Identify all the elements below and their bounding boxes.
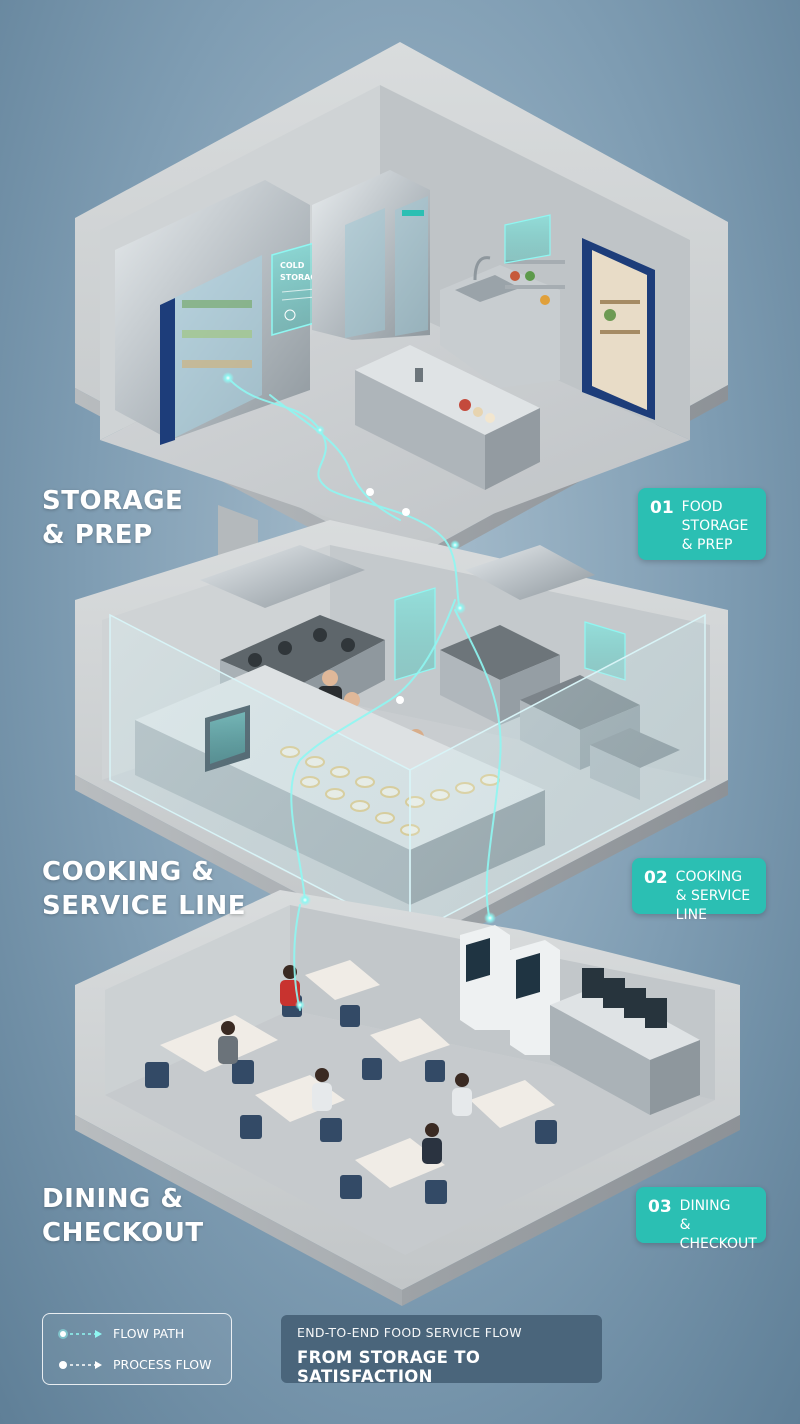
stage-1-badge-line-3: & PREP [681,537,733,553]
stage-2-badge-line-2: & SERVICE LINE [675,888,751,923]
dining-checkout-level [75,890,740,1306]
prep-sink-shelving [440,256,565,388]
stage-2-badge: 02 COOKING & SERVICE LINE [632,858,766,923]
stage-1-badge-line-2: STORAGE [681,518,749,534]
legend-label-flow-path: FLOW PATH [113,1326,185,1341]
exhaust-hood-right [465,545,595,600]
cold-storage-refrigerator [115,180,310,445]
glowing-dot-arrow-icon [58,1328,102,1339]
dining-chairs [145,995,557,1204]
stage-3-side-label-line-1: DINING & [42,1184,184,1214]
beverage-station [550,968,700,1115]
stage-1-badge-line-1: FOOD [681,499,723,515]
upright-fridges [312,170,430,340]
stage-3-badge-line-1: DINING [679,1198,731,1214]
stage-3-side-label: DINING & CHECKOUT [42,1182,204,1250]
screen-sign-line-2: STORAGE [280,273,322,282]
stage-2-side-label: COOKING & SERVICE LINE [42,855,246,923]
walk-in-pantry-door [582,238,655,420]
diners [218,965,472,1164]
glass-partition-right [409,613,706,937]
exhaust-hood-left [200,545,365,608]
stage-3-side-label-line-2: CHECKOUT [42,1218,204,1248]
screen-sign-line-1: COLD [280,261,305,270]
stage-1-badge: 01 FOOD STORAGE & PREP [638,488,766,560]
prep-island [355,345,540,490]
legend-box: FLOW PATH PROCESS FLOW [42,1313,232,1385]
stage-2-side-label-line-1: COOKING & [42,857,215,887]
flow-path-lines [229,379,502,1011]
legend-label-process-flow: PROCESS FLOW [113,1357,212,1372]
tagline-line-1: END-TO-END FOOD SERVICE FLOW [297,1325,522,1340]
tagline-line-2: FROM STORAGE TO SATISFACTION [297,1348,481,1386]
dining-tables [160,960,555,1188]
white-dot-arrow-icon [59,1360,102,1369]
stage-3-badge-line-2: & CHECKOUT [679,1217,757,1252]
storage-prep-level: COLD STORAGE [75,42,728,578]
legend-item-process-flow: PROCESS FLOW [57,1357,211,1372]
stage-1-side-label: STORAGE & PREP [42,484,183,552]
legend-item-flow-path: FLOW PATH [57,1326,184,1341]
stage-2-badge-line-1: COOKING [675,869,743,885]
stage-3-badge: 03 DINING & CHECKOUT [636,1187,766,1252]
flow-path-dots [222,372,496,1010]
stage-2-badge-number: 02 [644,868,668,888]
stage-2-side-label-line-2: SERVICE LINE [42,891,246,921]
tagline-box: END-TO-END FOOD SERVICE FLOW FROM STORAG… [281,1315,602,1386]
self-checkout-kiosks [460,925,560,1055]
stage-1-side-label-line-1: STORAGE [42,486,184,516]
stage-1-badge-number: 01 [650,498,674,518]
stage-3-badge-number: 03 [648,1197,672,1217]
stage-1-side-label-line-2: & PREP [42,520,153,550]
